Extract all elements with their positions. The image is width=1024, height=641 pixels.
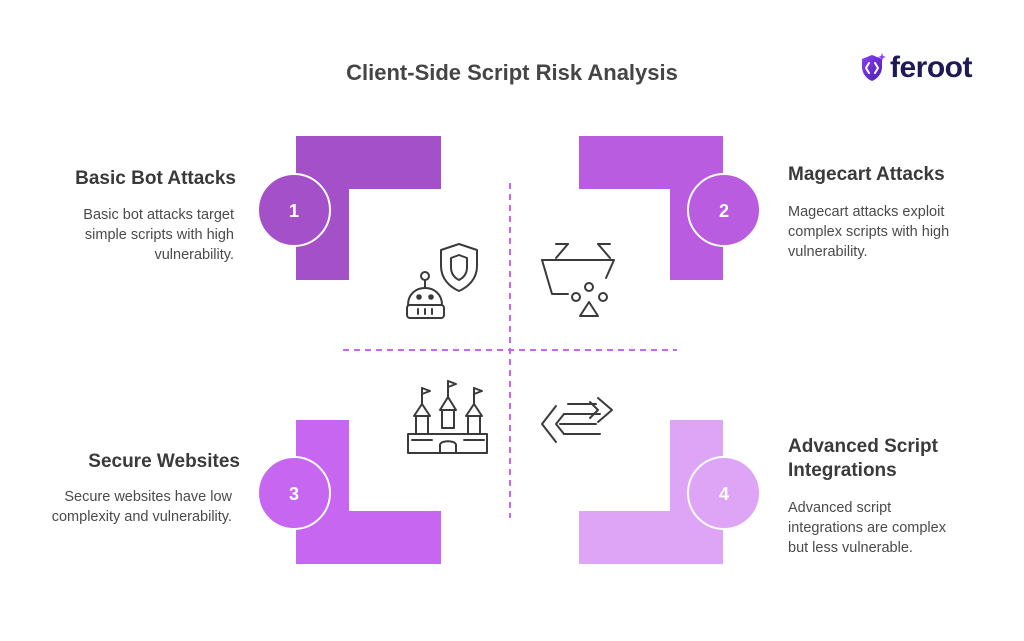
- castle-icon: [407, 380, 488, 454]
- badge-1-number: 1: [289, 201, 299, 221]
- badge-4-number: 4: [719, 484, 729, 504]
- page-title: Client-Side Script Risk Analysis: [346, 60, 678, 85]
- quadrant-3-bracket: [296, 420, 441, 564]
- shield-logo-icon: [862, 53, 886, 81]
- quadrant-4-bracket: [579, 420, 723, 564]
- quadrant-2-description: Magecart attacks exploit complex scripts…: [788, 204, 950, 260]
- shopping-basket-icon: [541, 243, 615, 317]
- quadrant-1-description: Basic bot attacks target simple scripts …: [83, 207, 234, 263]
- badge-3-number: 3: [289, 484, 299, 504]
- badge-2: 2: [687, 173, 761, 247]
- logo-text: feroot: [890, 51, 973, 84]
- quadrant-1-title: Basic Bot Attacks: [75, 168, 236, 189]
- quadrant-3-description: Secure websites have low complexity and …: [51, 489, 232, 525]
- feroot-logo: feroot: [860, 50, 973, 86]
- badge-1: 1: [257, 173, 331, 247]
- quadrant-2-title: Magecart Attacks: [788, 164, 945, 185]
- robot-shield-icon: [406, 243, 478, 319]
- badge-3: 3: [257, 456, 331, 530]
- badge-2-number: 2: [719, 201, 729, 221]
- badge-4: 4: [687, 456, 761, 530]
- quadrant-3-title: Secure Websites: [88, 451, 240, 472]
- code-arrows-icon: [541, 397, 613, 443]
- quadrant-1-bracket: [296, 136, 441, 280]
- quadrant-2-bracket: [579, 136, 723, 280]
- quadrant-4-title: Advanced Script Integrations: [788, 436, 938, 481]
- quadrant-4-description: Advanced script integrations are complex…: [788, 500, 946, 556]
